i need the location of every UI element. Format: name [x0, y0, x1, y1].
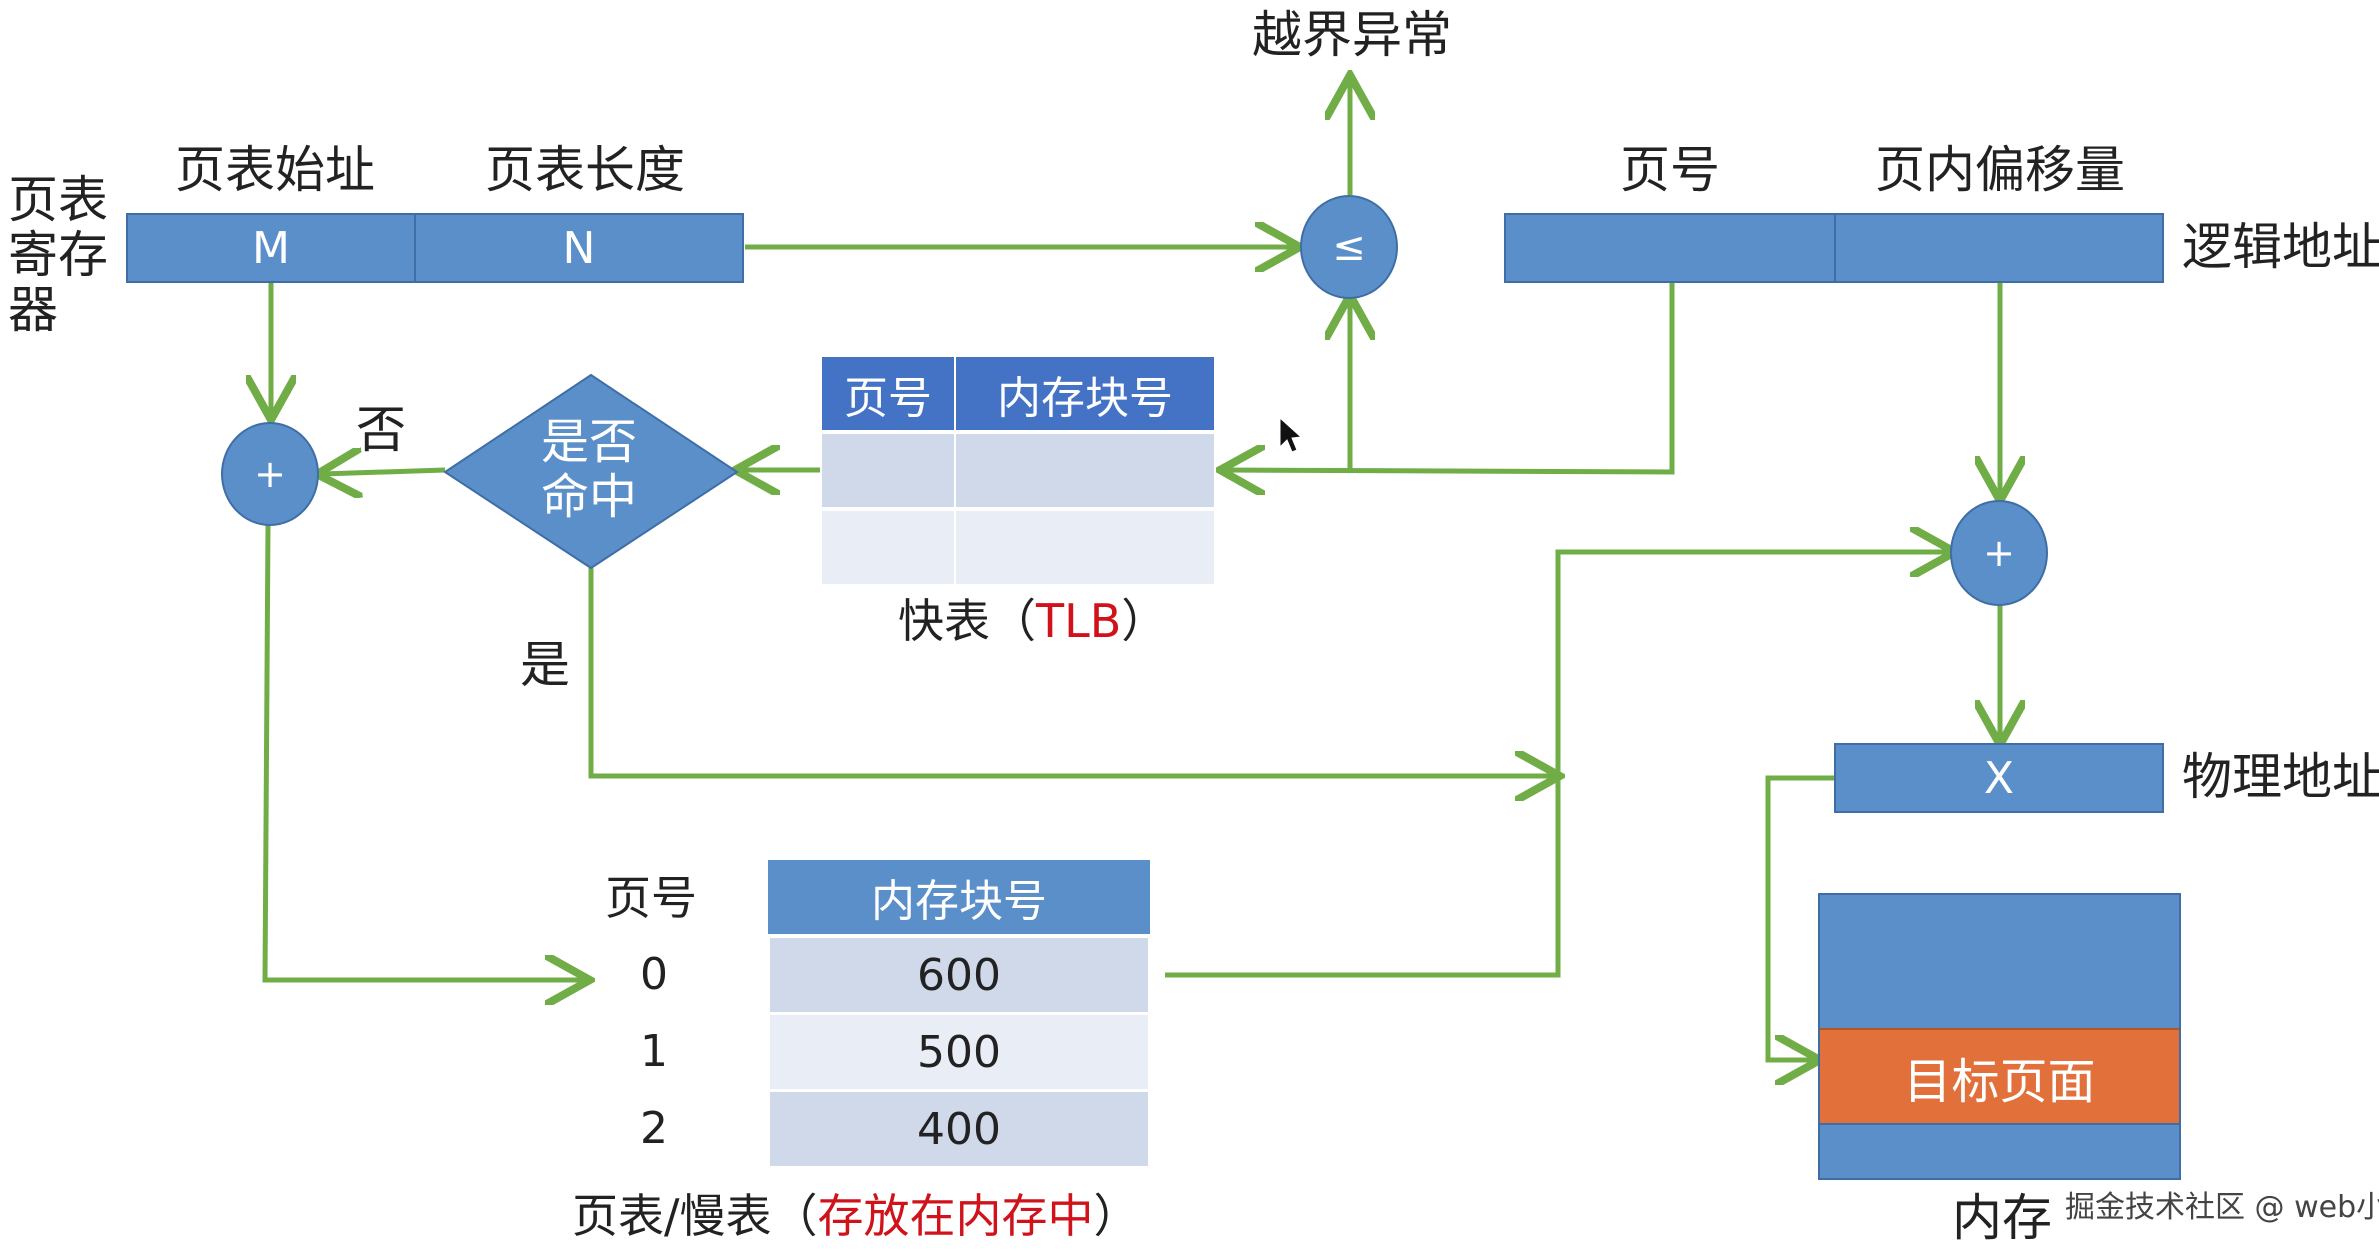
tlb-caption-prefix: 快表（ — [898, 594, 1036, 648]
pagetable-frame-header: 内存块号 — [768, 860, 1150, 934]
arrow-adder-to-pagetable — [262, 524, 585, 980]
exception-label: 越界异常 — [1252, 6, 1452, 64]
arrow-page-to-tlb — [1225, 283, 1675, 472]
tlb-header-page: 页号 — [820, 355, 956, 432]
tlb-row2-frame — [954, 509, 1216, 586]
physical-address-label: 物理地址 — [2182, 748, 2379, 806]
tlb-row1-frame — [954, 432, 1216, 509]
memory-target-page: 目标页面 — [1820, 1028, 2179, 1125]
logical-page-cell — [1504, 213, 1836, 283]
pagetable-row2-page: 2 — [640, 1103, 668, 1154]
tlb-row1-page — [820, 432, 956, 509]
logical-offset-title: 页内偏移量 — [1875, 141, 2125, 199]
arrow-pagetable-to-adder — [1165, 552, 1950, 978]
pagetable-caption-suffix: ） — [1093, 1189, 1140, 1243]
decision-text-line1: 是否 — [541, 414, 638, 470]
pagetable-row1-page: 1 — [640, 1026, 668, 1077]
register-base-cell: M — [126, 213, 416, 283]
arrow-physical-to-memory — [1765, 775, 1836, 1060]
tlb-caption-highlight: TLB — [1036, 594, 1122, 648]
mouse-cursor-icon — [1279, 416, 1303, 453]
logical-address-label: 逻辑地址 — [2182, 218, 2379, 276]
pagetable-row2-frame: 400 — [768, 1090, 1150, 1168]
decision-text-line2: 命中 — [541, 469, 638, 525]
memory-block: 目标页面 — [1818, 893, 2181, 1180]
tlb-row2-page — [820, 509, 956, 586]
register-label-line1: 页表 — [8, 171, 108, 229]
left-adder-node: + — [221, 422, 319, 526]
hit-decision-diamond — [443, 373, 739, 570]
register-length-cell: N — [414, 213, 744, 283]
pagetable-caption-highlight: 存放在内存中 — [817, 1189, 1094, 1243]
tlb-header-frame: 内存块号 — [954, 355, 1216, 432]
register-base-title: 页表始址 — [175, 141, 375, 199]
pagetable-page-header: 页号 — [605, 871, 697, 925]
memory-label: 内存 — [1952, 1189, 2052, 1247]
pagetable-row0-page: 0 — [640, 949, 668, 1000]
physical-address-cell: X — [1834, 743, 2164, 813]
register-label-line2: 寄存 — [8, 226, 108, 284]
register-label-line3: 器 — [8, 281, 58, 339]
decision-no-label: 否 — [356, 401, 406, 459]
decision-yes-label: 是 — [520, 636, 570, 694]
pagetable-row1-frame: 500 — [768, 1013, 1150, 1091]
logical-page-title: 页号 — [1620, 141, 1720, 199]
arrow-decision-yes — [588, 568, 1555, 776]
compare-node: ≤ — [1300, 195, 1398, 299]
pagetable-caption: 页表/慢表（存放在内存中） — [572, 1193, 1140, 1239]
right-adder-node: + — [1950, 500, 2048, 606]
pagetable-row0-frame: 600 — [768, 936, 1150, 1014]
logical-offset-cell — [1834, 213, 2164, 283]
register-length-title: 页表长度 — [485, 141, 685, 199]
watermark: 掘金技术社区 @ web小张 — [2065, 1190, 2379, 1225]
tlb-caption: 快表（TLB） — [898, 598, 1167, 644]
tlb-caption-suffix: ） — [1121, 594, 1168, 648]
arrow-decision-no — [322, 470, 446, 474]
pagetable-caption-prefix: 页表/慢表（ — [572, 1189, 818, 1243]
